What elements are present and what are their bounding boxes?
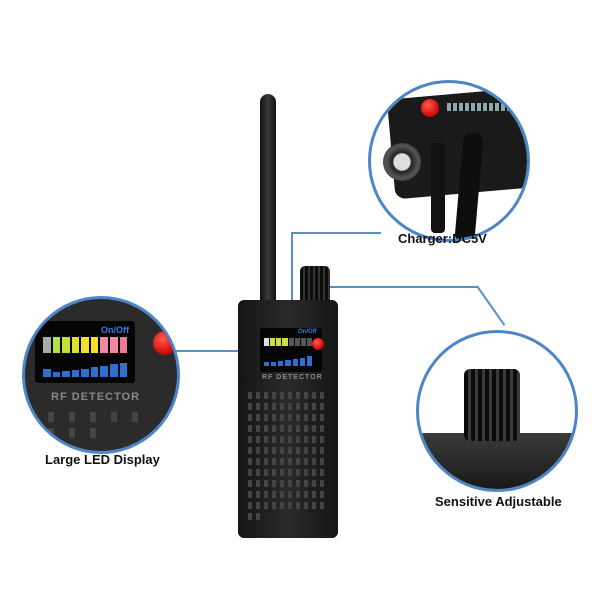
closeup-case-top: [419, 433, 575, 489]
closeup-signal-bars: [43, 363, 128, 377]
device-onoff-label: On/Off: [298, 329, 317, 335]
device-led-bar: [264, 338, 312, 346]
device-led-display: On/Off: [260, 328, 322, 372]
charger-closeup-circle: [368, 80, 530, 242]
connector-line-knob-down: [476, 285, 506, 326]
device-vent-grid: [246, 390, 332, 522]
closeup-dc-plug: [431, 143, 445, 233]
closeup-power-button: [421, 99, 439, 117]
knob-callout-label: Sensitive Adjustable: [435, 494, 562, 509]
device-name-label: RF DETECTOR: [262, 374, 323, 381]
connector-line-charger-vertical: [291, 232, 293, 302]
rf-detector-device: On/Off RF DETECTOR: [238, 300, 338, 538]
connector-line-charger-horizontal: [291, 232, 381, 234]
closeup-onoff-label: On/Off: [101, 325, 129, 335]
knob-closeup-circle: [416, 330, 578, 492]
sensitivity-knob[interactable]: [300, 266, 330, 306]
closeup-led-bar: [43, 337, 128, 353]
device-signal-bars: [264, 356, 312, 366]
closeup-power-button: [153, 331, 177, 355]
closeup-name-label: RF DETECTOR: [51, 391, 141, 403]
charger-callout-label: Charger:DC5V: [398, 231, 487, 246]
device-power-button[interactable]: [312, 338, 324, 350]
antenna: [260, 94, 276, 309]
closeup-led-display: On/Off: [35, 321, 135, 383]
display-callout-label: Large LED Display: [45, 452, 160, 467]
connector-line-knob: [330, 286, 478, 288]
closeup-led-bar: [447, 103, 509, 111]
closeup-knob: [464, 369, 520, 441]
connector-line-display: [176, 350, 254, 352]
closeup-knob: [383, 143, 421, 181]
closeup-vent-grid: [45, 409, 165, 441]
display-closeup-circle: On/Off RF DETECTOR: [22, 296, 180, 454]
